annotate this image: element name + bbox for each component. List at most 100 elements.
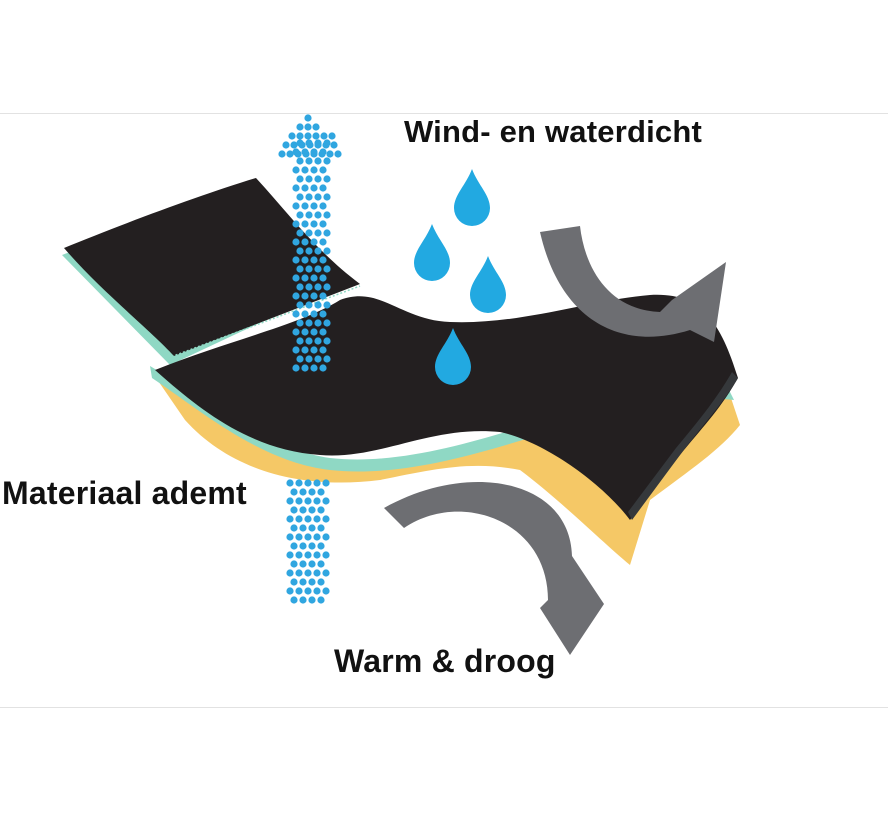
- vapor-dot: [304, 497, 312, 505]
- vapor-dot: [322, 587, 330, 595]
- vapor-dot: [314, 247, 322, 255]
- vapor-dot: [296, 283, 304, 291]
- vapor-dot: [299, 596, 307, 604]
- main-fabric-bevel: [628, 372, 738, 520]
- vapor-dot: [292, 310, 300, 318]
- vapor-dot: [313, 569, 321, 577]
- vapor-dot: [299, 488, 307, 496]
- vapor-dot: [305, 355, 313, 363]
- vapor-dot: [308, 578, 316, 586]
- vapor-dot: [323, 355, 331, 363]
- vapor-dot: [323, 337, 331, 345]
- vapor-dot: [310, 310, 318, 318]
- vapor-dot: [323, 157, 331, 165]
- vapor-dot: [319, 274, 327, 282]
- vapor-dot: [292, 346, 300, 354]
- vapor-dot: [296, 229, 304, 237]
- vapor-dot: [319, 184, 327, 192]
- vapor-dot: [323, 319, 331, 327]
- vapor-dot: [310, 274, 318, 282]
- membrane-layer: [150, 366, 734, 472]
- water-drop-icon: [454, 169, 490, 226]
- vapor-dot: [301, 292, 309, 300]
- vapor-dot: [308, 596, 316, 604]
- vapor-dot: [308, 542, 316, 550]
- vapor-dot: [313, 497, 321, 505]
- vapor-dot: [278, 150, 286, 158]
- water-drop-icon: [470, 256, 506, 313]
- vapor-dot: [313, 587, 321, 595]
- label-wind-waterproof: Wind- en waterdicht: [404, 114, 703, 149]
- warm-dry-arrow-icon: [384, 482, 604, 655]
- vapor-dot: [301, 184, 309, 192]
- label-breathable: Materiaal ademt: [2, 475, 247, 511]
- vapor-dot: [310, 184, 318, 192]
- vapor-dot: [313, 479, 321, 487]
- vapor-dot: [304, 479, 312, 487]
- vapor-dot: [295, 587, 303, 595]
- vapor-dot: [290, 542, 298, 550]
- vapor-dot: [304, 123, 312, 131]
- vapor-dot: [295, 515, 303, 523]
- label-warm-dry: Warm & droog: [334, 643, 556, 679]
- vapor-dot: [304, 533, 312, 541]
- vapor-dot: [305, 157, 313, 165]
- vapor-dot: [296, 175, 304, 183]
- vapor-dot: [305, 283, 313, 291]
- vapor-dot: [317, 578, 325, 586]
- vapor-dot: [310, 346, 318, 354]
- vapor-dot: [301, 274, 309, 282]
- vapor-dot: [301, 202, 309, 210]
- vapor-dot: [292, 166, 300, 174]
- vapor-dot: [319, 238, 327, 246]
- vapor-dot: [286, 150, 294, 158]
- water-drop-icon: [435, 328, 471, 385]
- vapor-dot: [290, 506, 298, 514]
- vapor-dot: [314, 355, 322, 363]
- vapor-dot: [296, 265, 304, 273]
- vapor-dot: [305, 301, 313, 309]
- vapor-dot: [326, 150, 334, 158]
- vapor-dot: [317, 560, 325, 568]
- vapor-dot: [304, 551, 312, 559]
- vapor-dot: [299, 578, 307, 586]
- vapor-dot: [299, 560, 307, 568]
- vapor-dot: [319, 310, 327, 318]
- vapor-dot: [320, 132, 328, 140]
- vapor-dot: [299, 542, 307, 550]
- vapor-dot: [305, 319, 313, 327]
- vapor-dot: [305, 193, 313, 201]
- vapor-dot: [296, 132, 304, 140]
- vapor-dot: [301, 256, 309, 264]
- vapor-dot: [314, 283, 322, 291]
- vapor-dot: [323, 175, 331, 183]
- vapor-dot: [288, 132, 296, 140]
- vapor-dot: [301, 238, 309, 246]
- vapor-dot: [314, 337, 322, 345]
- vapor-dot: [323, 193, 331, 201]
- vapor-dot: [312, 123, 320, 131]
- vapor-dot: [286, 533, 294, 541]
- vapor-dot: [323, 211, 331, 219]
- vapor-dot: [296, 319, 304, 327]
- vapor-dot: [318, 150, 326, 158]
- vapor-dot: [296, 157, 304, 165]
- vapor-dot: [290, 560, 298, 568]
- vapor-dot: [305, 229, 313, 237]
- vapor-dot: [292, 238, 300, 246]
- vapor-dot: [290, 596, 298, 604]
- vapor-dot: [330, 141, 338, 149]
- vapor-dot: [295, 497, 303, 505]
- vapor-dot: [323, 247, 331, 255]
- vapor-dot: [301, 346, 309, 354]
- vapor-dot: [310, 292, 318, 300]
- vapor-dot: [308, 506, 316, 514]
- vapor-dot: [314, 301, 322, 309]
- vapor-dot: [314, 141, 322, 149]
- vapor-dot: [313, 551, 321, 559]
- vapor-dot: [301, 220, 309, 228]
- vapor-dot: [298, 141, 306, 149]
- vapor-dot: [292, 328, 300, 336]
- vapor-dot: [317, 506, 325, 514]
